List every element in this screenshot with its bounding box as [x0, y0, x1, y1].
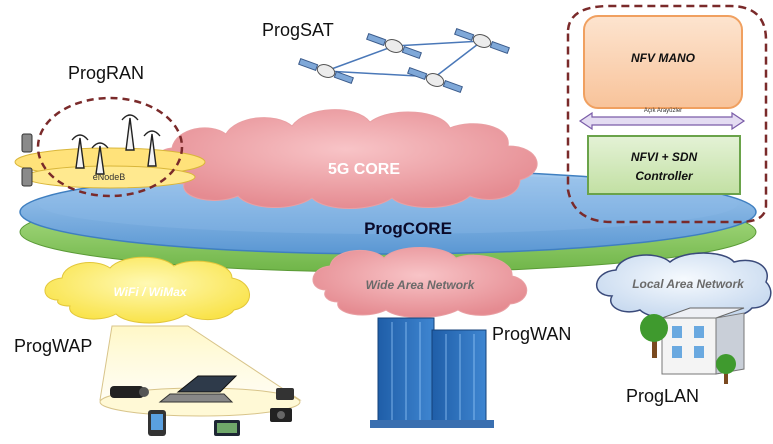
- wan-cloud-label: Wide Area Network: [366, 278, 476, 292]
- progran-label: ProgRAN: [68, 63, 144, 83]
- progwan-group: Wide Area Network ProgWAN: [312, 247, 571, 428]
- nfvi-sdn-box: [587, 135, 741, 195]
- tree-icon: [640, 314, 736, 384]
- 5g-core-label: 5G CORE: [328, 161, 400, 178]
- progsat-label: ProgSAT: [262, 20, 334, 40]
- 5g-core-cloud: 5G CORE: [154, 109, 538, 209]
- progran-group: ProgRAN eNodeB: [14, 63, 206, 198]
- camcorder-icon: [110, 386, 149, 398]
- progcore-label: ProgCORE: [364, 219, 452, 238]
- progwap-label: ProgWAP: [14, 336, 92, 356]
- tablet-icon: [214, 420, 240, 436]
- phone-icon: [148, 410, 166, 436]
- progran-dashed-boundary: [36, 96, 184, 198]
- nfv-mano-label: NFV MANO: [631, 51, 696, 65]
- proglan-group: Local Area Network ProgLAN: [595, 252, 772, 406]
- progsat-group: ProgSAT: [262, 20, 510, 94]
- enodeb-label: eNodeB: [93, 172, 126, 182]
- progwap-group: WiFi / WiMax ProgWAP: [14, 256, 302, 436]
- antenna-icon: [71, 114, 161, 175]
- nfvi-label-line1: NFVI + SDN: [631, 150, 698, 164]
- progwan-label: ProgWAN: [492, 324, 571, 344]
- nfv-dashed-boundary: [566, 4, 768, 224]
- building-icon: [370, 317, 494, 428]
- nfvi-label-line2: Controller: [635, 169, 694, 183]
- proglan-label: ProgLAN: [626, 386, 699, 406]
- acik-arayuzler-label: Açık Arayüzler: [644, 108, 682, 114]
- satellite-icon: [298, 27, 510, 94]
- nfv-stack-group: NFV MANO Açık Arayüzler NFVI + SDN Contr…: [566, 4, 768, 224]
- lan-cloud-label: Local Area Network: [632, 277, 745, 291]
- wifi-cloud-label: WiFi / WiMax: [113, 285, 187, 299]
- laptop-icon: [158, 375, 238, 403]
- phone-icon: [21, 133, 33, 187]
- camera-icon: [270, 388, 294, 422]
- double-arrow-icon: [578, 111, 746, 131]
- nfv-mano-box: [583, 15, 743, 109]
